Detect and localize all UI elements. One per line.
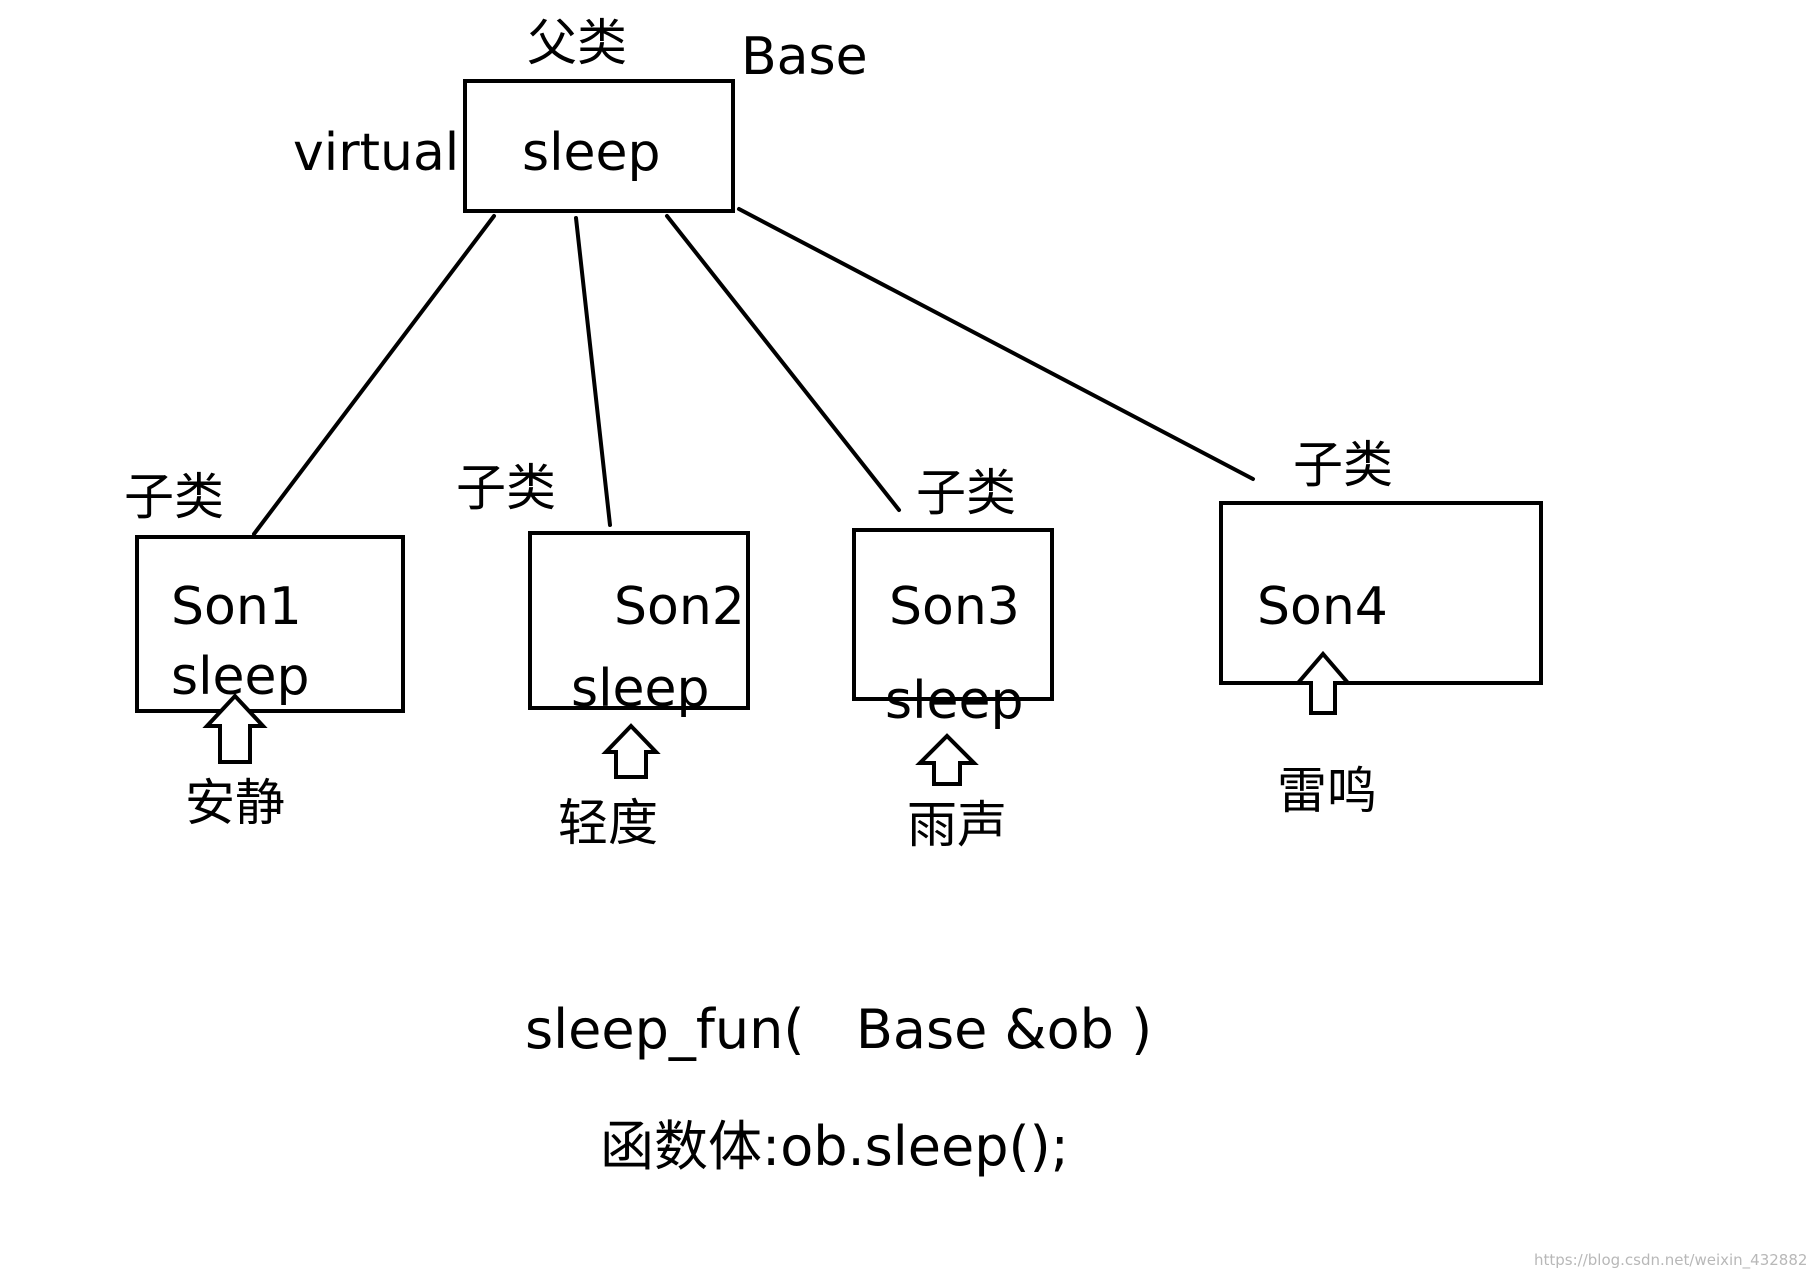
edge-base-son2 [574,216,612,527]
son1-name: Son1 [171,577,302,637]
son1-arrow-icon [202,693,268,764]
edge-base-son3 [665,214,901,512]
son4-name: Son4 [1257,577,1388,637]
base-modifier: virtual [293,123,459,183]
son2-method: sleep [571,659,710,719]
edge-base-son4 [737,207,1255,481]
son1-behavior: 安静 [185,774,285,832]
son3-behavior: 雨声 [907,796,1007,854]
base-class-box [463,79,735,213]
watermark: https://blog.csdn.net/weixin_43288201 [1534,1251,1807,1270]
son2-tag: 子类 [456,459,556,517]
son1-tag: 子类 [124,468,224,526]
son4-arrow-icon [1293,650,1353,715]
edge-base-son1 [252,214,496,536]
son2-name: Son2 [614,577,745,637]
function-signature: sleep_fun( Base &ob ) [525,998,1152,1061]
son1-class-box [135,535,405,713]
son1-method: sleep [171,647,310,707]
function-body: 函数体:ob.sleep(); [600,1115,1069,1178]
son3-arrow-icon [915,733,979,786]
son3-method: sleep [885,671,1024,731]
son3-name: Son3 [889,577,1020,637]
son4-behavior: 雷鸣 [1277,762,1377,820]
base-name: Base [741,27,868,87]
son3-class-box [852,528,1054,701]
base-tag: 父类 [527,14,627,72]
son2-arrow-icon [601,723,661,779]
son3-tag: 子类 [916,464,1016,522]
base-method: sleep [522,123,661,183]
son4-tag: 子类 [1293,436,1393,494]
son2-class-box [528,531,750,710]
son4-class-box [1219,501,1543,685]
son2-behavior: 轻度 [558,794,658,852]
